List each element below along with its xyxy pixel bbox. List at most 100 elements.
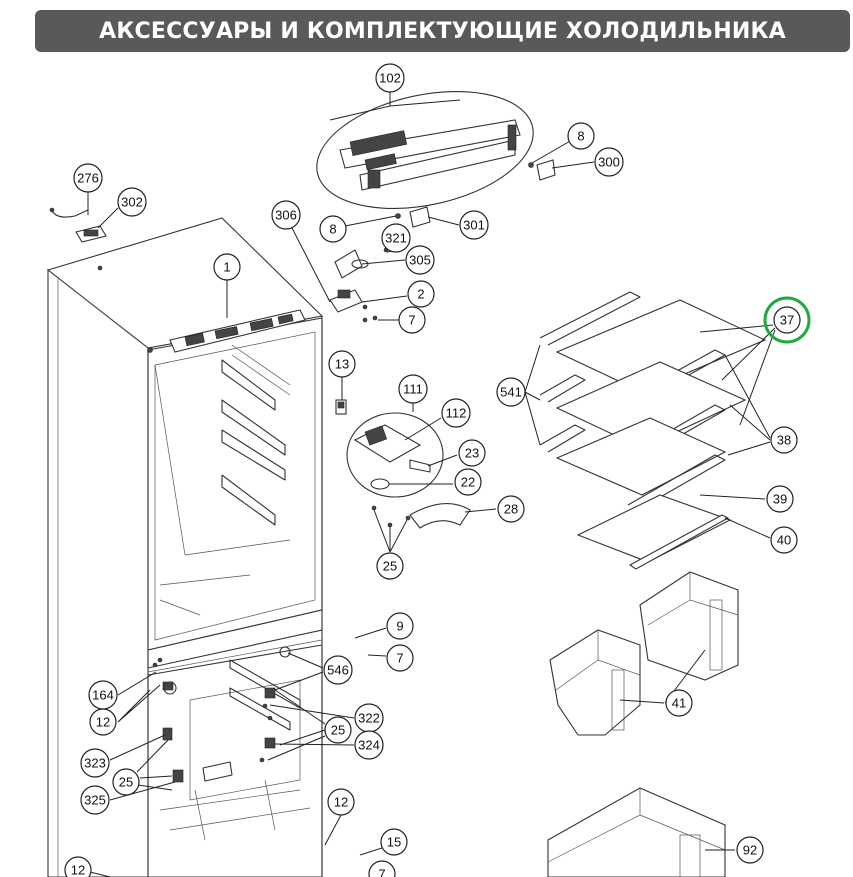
callout-label: 306 <box>275 208 297 223</box>
page-title: АКСЕССУАРЫ И КОМПЛЕКТУЮЩИЕ ХОЛОДИЛЬНИКА <box>35 10 850 52</box>
callout-circle <box>328 350 356 378</box>
callout-circle <box>407 280 435 308</box>
callout-circle <box>766 485 794 513</box>
callout-circle <box>770 526 798 554</box>
callout-label: 546 <box>327 663 349 678</box>
callout-302: 302 <box>117 187 147 217</box>
top-parts <box>49 90 556 529</box>
callout-circle <box>497 495 525 523</box>
callout-label: 23 <box>465 446 479 461</box>
callout-circle <box>213 253 241 281</box>
callout-label: 305 <box>409 253 431 268</box>
callout-7: 7 <box>368 860 396 877</box>
callout-circle <box>89 708 117 736</box>
callout-label: 12 <box>334 795 348 810</box>
callout-circle <box>319 215 347 243</box>
callout-12: 12 <box>64 856 92 877</box>
callout-label: 12 <box>96 715 110 730</box>
callout-circle <box>386 612 414 640</box>
callout-276: 276 <box>73 163 103 193</box>
callout-label: 323 <box>84 756 106 771</box>
callout-8: 8 <box>319 215 347 243</box>
callout-circle <box>458 439 486 467</box>
callout-circle <box>770 426 798 454</box>
callout-label: 28 <box>504 502 518 517</box>
callout-306: 306 <box>271 200 301 230</box>
callout-13: 13 <box>328 350 356 378</box>
callout-15: 15 <box>380 828 408 856</box>
callout-label: 325 <box>84 793 106 808</box>
callout-12: 12 <box>89 708 117 736</box>
callout-1: 1 <box>213 253 241 281</box>
callout-325: 325 <box>80 785 110 815</box>
callout-circle <box>323 655 353 685</box>
callout-label: 40 <box>777 533 791 548</box>
callout-label: 41 <box>672 696 686 711</box>
callout-label: 37 <box>780 313 794 328</box>
callout-circle <box>80 748 110 778</box>
callout-22: 22 <box>454 468 482 496</box>
callout-label: 7 <box>408 313 415 328</box>
callout-circle <box>594 147 624 177</box>
callout-164: 164 <box>88 680 118 710</box>
callout-circle <box>381 223 411 253</box>
callout-8: 8 <box>567 122 595 150</box>
callout-circle <box>73 163 103 193</box>
callout-circle <box>368 860 396 877</box>
callout-label: 102 <box>379 71 401 86</box>
highlight-ring-37 <box>763 296 811 344</box>
callout-circle <box>375 63 405 93</box>
callout-circle <box>405 245 435 275</box>
callout-9: 9 <box>386 612 414 640</box>
callout-circle <box>64 856 92 877</box>
callout-circle <box>441 398 471 428</box>
callout-321: 321 <box>381 223 411 253</box>
callout-7: 7 <box>386 644 414 672</box>
callout-label: 22 <box>461 475 475 490</box>
callout-label: 39 <box>773 492 787 507</box>
callout-circle <box>327 788 355 816</box>
callout-label: 15 <box>387 835 401 850</box>
callout-39: 39 <box>766 485 794 513</box>
callout-111: 111 <box>398 374 428 404</box>
callout-324: 324 <box>354 730 384 760</box>
callout-7: 7 <box>398 306 426 334</box>
callout-label: 8 <box>577 129 584 144</box>
callout-label: 2 <box>417 287 424 302</box>
callout-circle <box>773 306 801 334</box>
callout-label: 164 <box>92 688 114 703</box>
callout-2: 2 <box>407 280 435 308</box>
callout-300: 300 <box>594 147 624 177</box>
callout-label: 12 <box>71 863 85 877</box>
callout-label: 111 <box>403 382 423 397</box>
callout-circle <box>380 828 408 856</box>
callout-label: 322 <box>358 711 380 726</box>
callout-label: 302 <box>121 195 143 210</box>
callout-label: 300 <box>598 155 620 170</box>
callout-label: 8 <box>329 222 336 237</box>
callout-label: 321 <box>385 231 407 246</box>
callout-102: 102 <box>375 63 405 93</box>
callout-circle <box>386 644 414 672</box>
callout-25: 25 <box>112 768 140 796</box>
callout-label: 7 <box>378 867 385 877</box>
callout-37: 37 <box>773 306 801 334</box>
callout-label: 9 <box>396 619 403 634</box>
callout-322: 322 <box>354 703 384 733</box>
callout-92: 92 <box>736 836 764 864</box>
callout-label: 301 <box>463 218 485 233</box>
callout-circle <box>398 306 426 334</box>
callout-label: 276 <box>77 171 99 186</box>
leader-lines <box>87 90 776 877</box>
callout-38: 38 <box>770 426 798 454</box>
callout-circle <box>324 716 352 744</box>
callout-circle <box>354 730 384 760</box>
callout-circle <box>398 374 428 404</box>
callout-305: 305 <box>405 245 435 275</box>
callout-41: 41 <box>665 689 693 717</box>
callout-circle <box>665 689 693 717</box>
callout-circle <box>736 836 764 864</box>
callout-label: 1 <box>223 260 230 275</box>
